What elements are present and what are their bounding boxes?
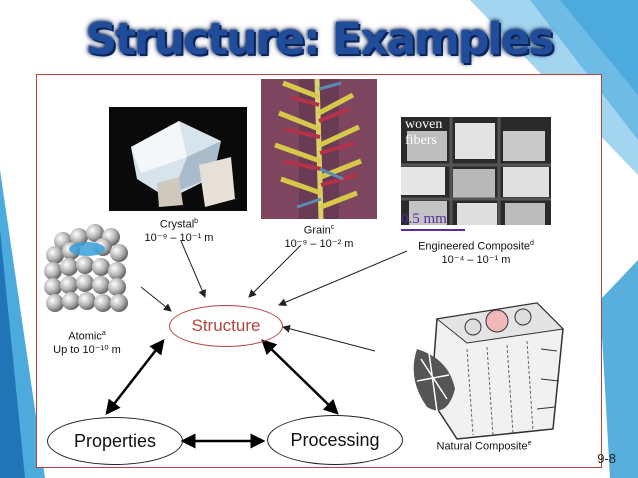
grain-image: [261, 79, 377, 219]
atomic-lattice-image: [44, 224, 128, 312]
properties-node: Properties: [47, 417, 183, 465]
slide-title: Structure: Examples: [85, 14, 554, 65]
scale-bar-label: 0.5 mm: [401, 211, 447, 227]
slide-number: 9-8: [597, 451, 616, 466]
structure-node: Structure: [169, 305, 283, 347]
processing-node: Processing: [267, 415, 403, 465]
woven-fibers-image: [401, 117, 551, 225]
bone-structure-image: [377, 289, 573, 445]
arrows-layer: [105, 240, 408, 449]
natural-composite-label: Natural Compositee: [436, 440, 532, 453]
scale-bar: [401, 229, 465, 231]
crystal-image: [109, 107, 247, 211]
